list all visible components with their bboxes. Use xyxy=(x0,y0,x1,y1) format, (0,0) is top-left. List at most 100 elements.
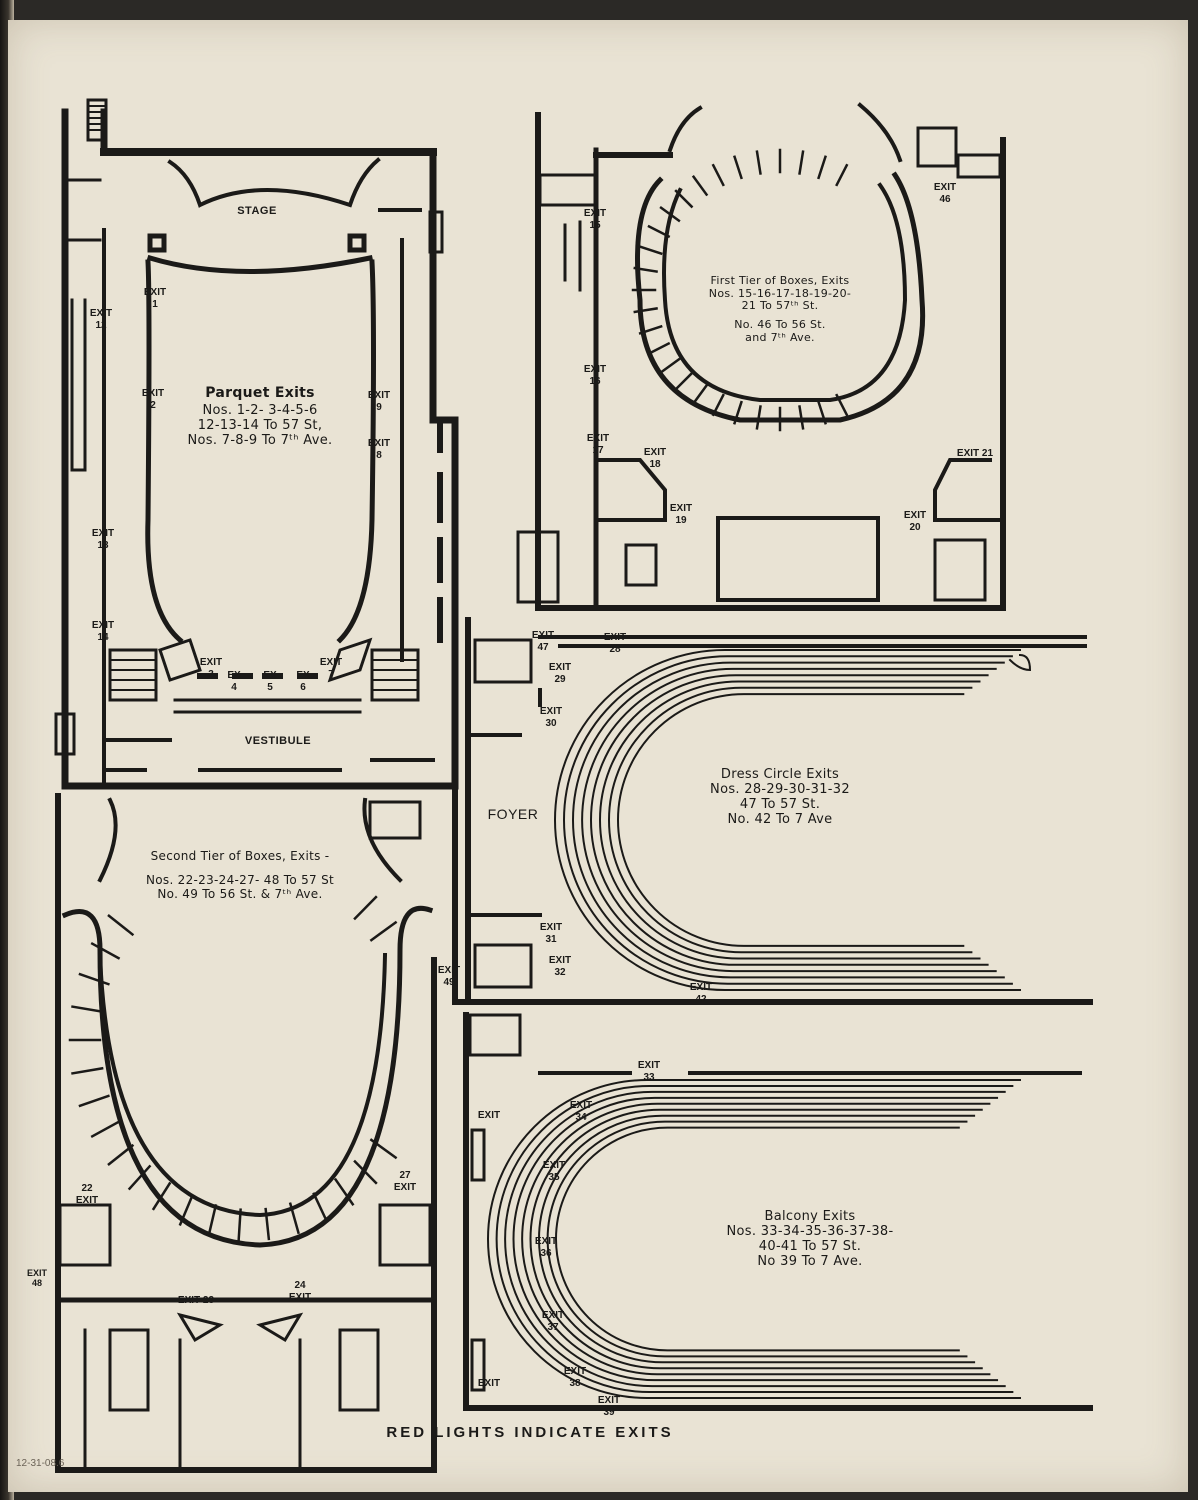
exit-35-label: EXIT 35 xyxy=(542,1160,566,1183)
footer-caption: RED LIGHTS INDICATE EXITS xyxy=(386,1424,674,1441)
first-tier-box-partition xyxy=(638,245,663,256)
second-tier-box-partition xyxy=(71,1066,104,1075)
dress-circle-seat-row xyxy=(581,667,997,973)
second-tier-box-partition xyxy=(264,1207,271,1241)
vestibule-top-wall xyxy=(173,698,362,714)
first-tier-horseshoe xyxy=(635,171,926,423)
exit-20-label: EXIT 20 xyxy=(903,510,927,533)
first-tier-box-partition xyxy=(691,174,709,197)
parquet-stair-top xyxy=(86,98,108,142)
balcony-outer-wall xyxy=(463,1012,1093,1411)
dress-circle-seat-row xyxy=(599,680,981,960)
first-tier-box-partition xyxy=(732,155,743,180)
second-tier-horseshoe-inner xyxy=(97,952,388,1218)
second-tier-box-partition xyxy=(90,1120,121,1139)
first-tier-box-partition xyxy=(755,405,762,430)
second-tier-box-partition xyxy=(207,1204,218,1237)
first-tier-line-3: 21 To 57ᵗʰ St. xyxy=(741,299,819,313)
second-tier-stair-br xyxy=(378,1203,432,1267)
dress-circle-seat-row xyxy=(563,655,1013,985)
first-tier-stair-b1 xyxy=(516,530,560,604)
first-tier-box-partition xyxy=(647,341,671,356)
balcony-seat-row xyxy=(521,1102,991,1376)
second-tier-stair-br2 xyxy=(338,1328,380,1412)
seating-row-rings xyxy=(487,649,1021,1399)
exit-34-label: EXIT 34 xyxy=(569,1100,593,1123)
second-tier-box-partition xyxy=(107,1143,135,1166)
balcony-seat-row xyxy=(487,1079,1021,1399)
foyer-label: FOYER xyxy=(487,806,539,822)
second-tier-line-3: No. 49 To 56 St. & 7ᵗʰ Ave. xyxy=(157,886,323,901)
second-tier-box-partition xyxy=(369,1138,398,1160)
second-tier-line-2: Nos. 22-23-24-27- 48 To 57 St xyxy=(145,872,335,887)
dress-circle-line-4: No. 42 To 7 Ave xyxy=(727,811,833,827)
first-tier-stair-br xyxy=(933,458,1002,522)
exit-balcony-top-label: EXIT xyxy=(477,1110,501,1121)
first-tier-box-partition xyxy=(755,150,762,175)
second-tier-box-partition xyxy=(90,941,121,960)
first-tier-box-partition xyxy=(835,393,849,417)
second-tier-box-partition xyxy=(353,1159,378,1185)
first-tier-stair-tl xyxy=(538,173,598,207)
first-tier-corridor-l xyxy=(563,220,582,292)
first-tier-left-door xyxy=(667,105,703,153)
exit-32-label: EXIT 32 xyxy=(548,955,572,978)
balcony-title: Balcony Exits xyxy=(764,1209,856,1224)
parquet-right-box xyxy=(428,210,444,254)
balcony-seat-row xyxy=(538,1114,976,1364)
exit-24-label: 24 EXIT xyxy=(288,1280,312,1303)
stage-right-pier xyxy=(347,233,367,253)
exit-47-label: EXIT 47 xyxy=(531,630,555,653)
balcony-line-3: 40-41 To 57 St. xyxy=(758,1238,862,1254)
balcony-seat-row xyxy=(529,1108,983,1370)
first-tier-box-partition xyxy=(674,189,694,209)
second-tier-fan-l xyxy=(176,1312,224,1343)
first-tier-plan xyxy=(516,102,1006,611)
first-tier-box-partition xyxy=(835,163,849,187)
second-tier-box-partition xyxy=(107,914,135,937)
dress-circle-wall-segs xyxy=(468,688,542,917)
exit-33-label: EXIT 33 xyxy=(637,1060,661,1083)
first-tier-box-partition xyxy=(711,393,725,417)
second-tier-box-partition xyxy=(178,1195,194,1227)
stage-right-curve xyxy=(336,259,376,644)
parquet-plan xyxy=(54,98,459,790)
first-tier-box-partition xyxy=(817,155,828,180)
dress-circle-seat-row xyxy=(617,693,965,947)
first-tier-box-partition xyxy=(659,205,681,223)
second-tier-box-partition xyxy=(312,1192,329,1223)
second-tier-horseshoe xyxy=(61,906,434,1248)
dress-circle-row-1 xyxy=(1008,653,1032,672)
exit-19-label: EXIT 19 xyxy=(669,503,693,526)
box-partition-ticks xyxy=(68,148,849,1241)
stage-left-curve xyxy=(145,259,184,644)
exit-27-label: 27 EXIT xyxy=(393,1170,417,1193)
stage-left-pier xyxy=(147,233,167,253)
balcony-exit-box-bot xyxy=(470,1338,486,1392)
exit-14-label: EXIT 14 xyxy=(91,620,115,643)
second-tier-box-partition xyxy=(288,1202,300,1235)
first-tier-right-door xyxy=(857,102,903,163)
balcony-box-tl xyxy=(468,1013,522,1057)
second-tier-inner-walls xyxy=(83,1328,302,1472)
exit-15-label: EXIT 15 xyxy=(583,208,607,231)
first-tier-line-4: No. 46 To 56 St. xyxy=(734,317,826,331)
first-tier-outer-wall xyxy=(535,112,1006,611)
dress-circle-seat-row xyxy=(590,674,989,966)
vestibule-left-box xyxy=(54,712,76,756)
first-tier-box-partition xyxy=(674,371,694,391)
archive-stamp: 12-31-08.6 xyxy=(16,1458,65,1469)
exit-39-label: EXIT 39 xyxy=(597,1395,621,1418)
first-tier-box-partition xyxy=(647,224,671,239)
second-tier-box-partition xyxy=(353,895,378,921)
second-tier-box-partition xyxy=(78,1094,110,1108)
balcony-seat-row xyxy=(495,1084,1014,1394)
second-tier-box-partition xyxy=(369,920,398,942)
exit-17-label: EXIT 17 xyxy=(586,433,610,456)
exit-38-label: EXIT 38 xyxy=(563,1366,587,1389)
first-tier-box-partition xyxy=(732,400,743,425)
exit-21-label: EXIT 21 xyxy=(956,448,994,459)
exit-3-label: EXIT 3 xyxy=(199,657,223,680)
second-tier-box-partition xyxy=(237,1208,242,1241)
first-tier-box-partition xyxy=(691,383,709,406)
